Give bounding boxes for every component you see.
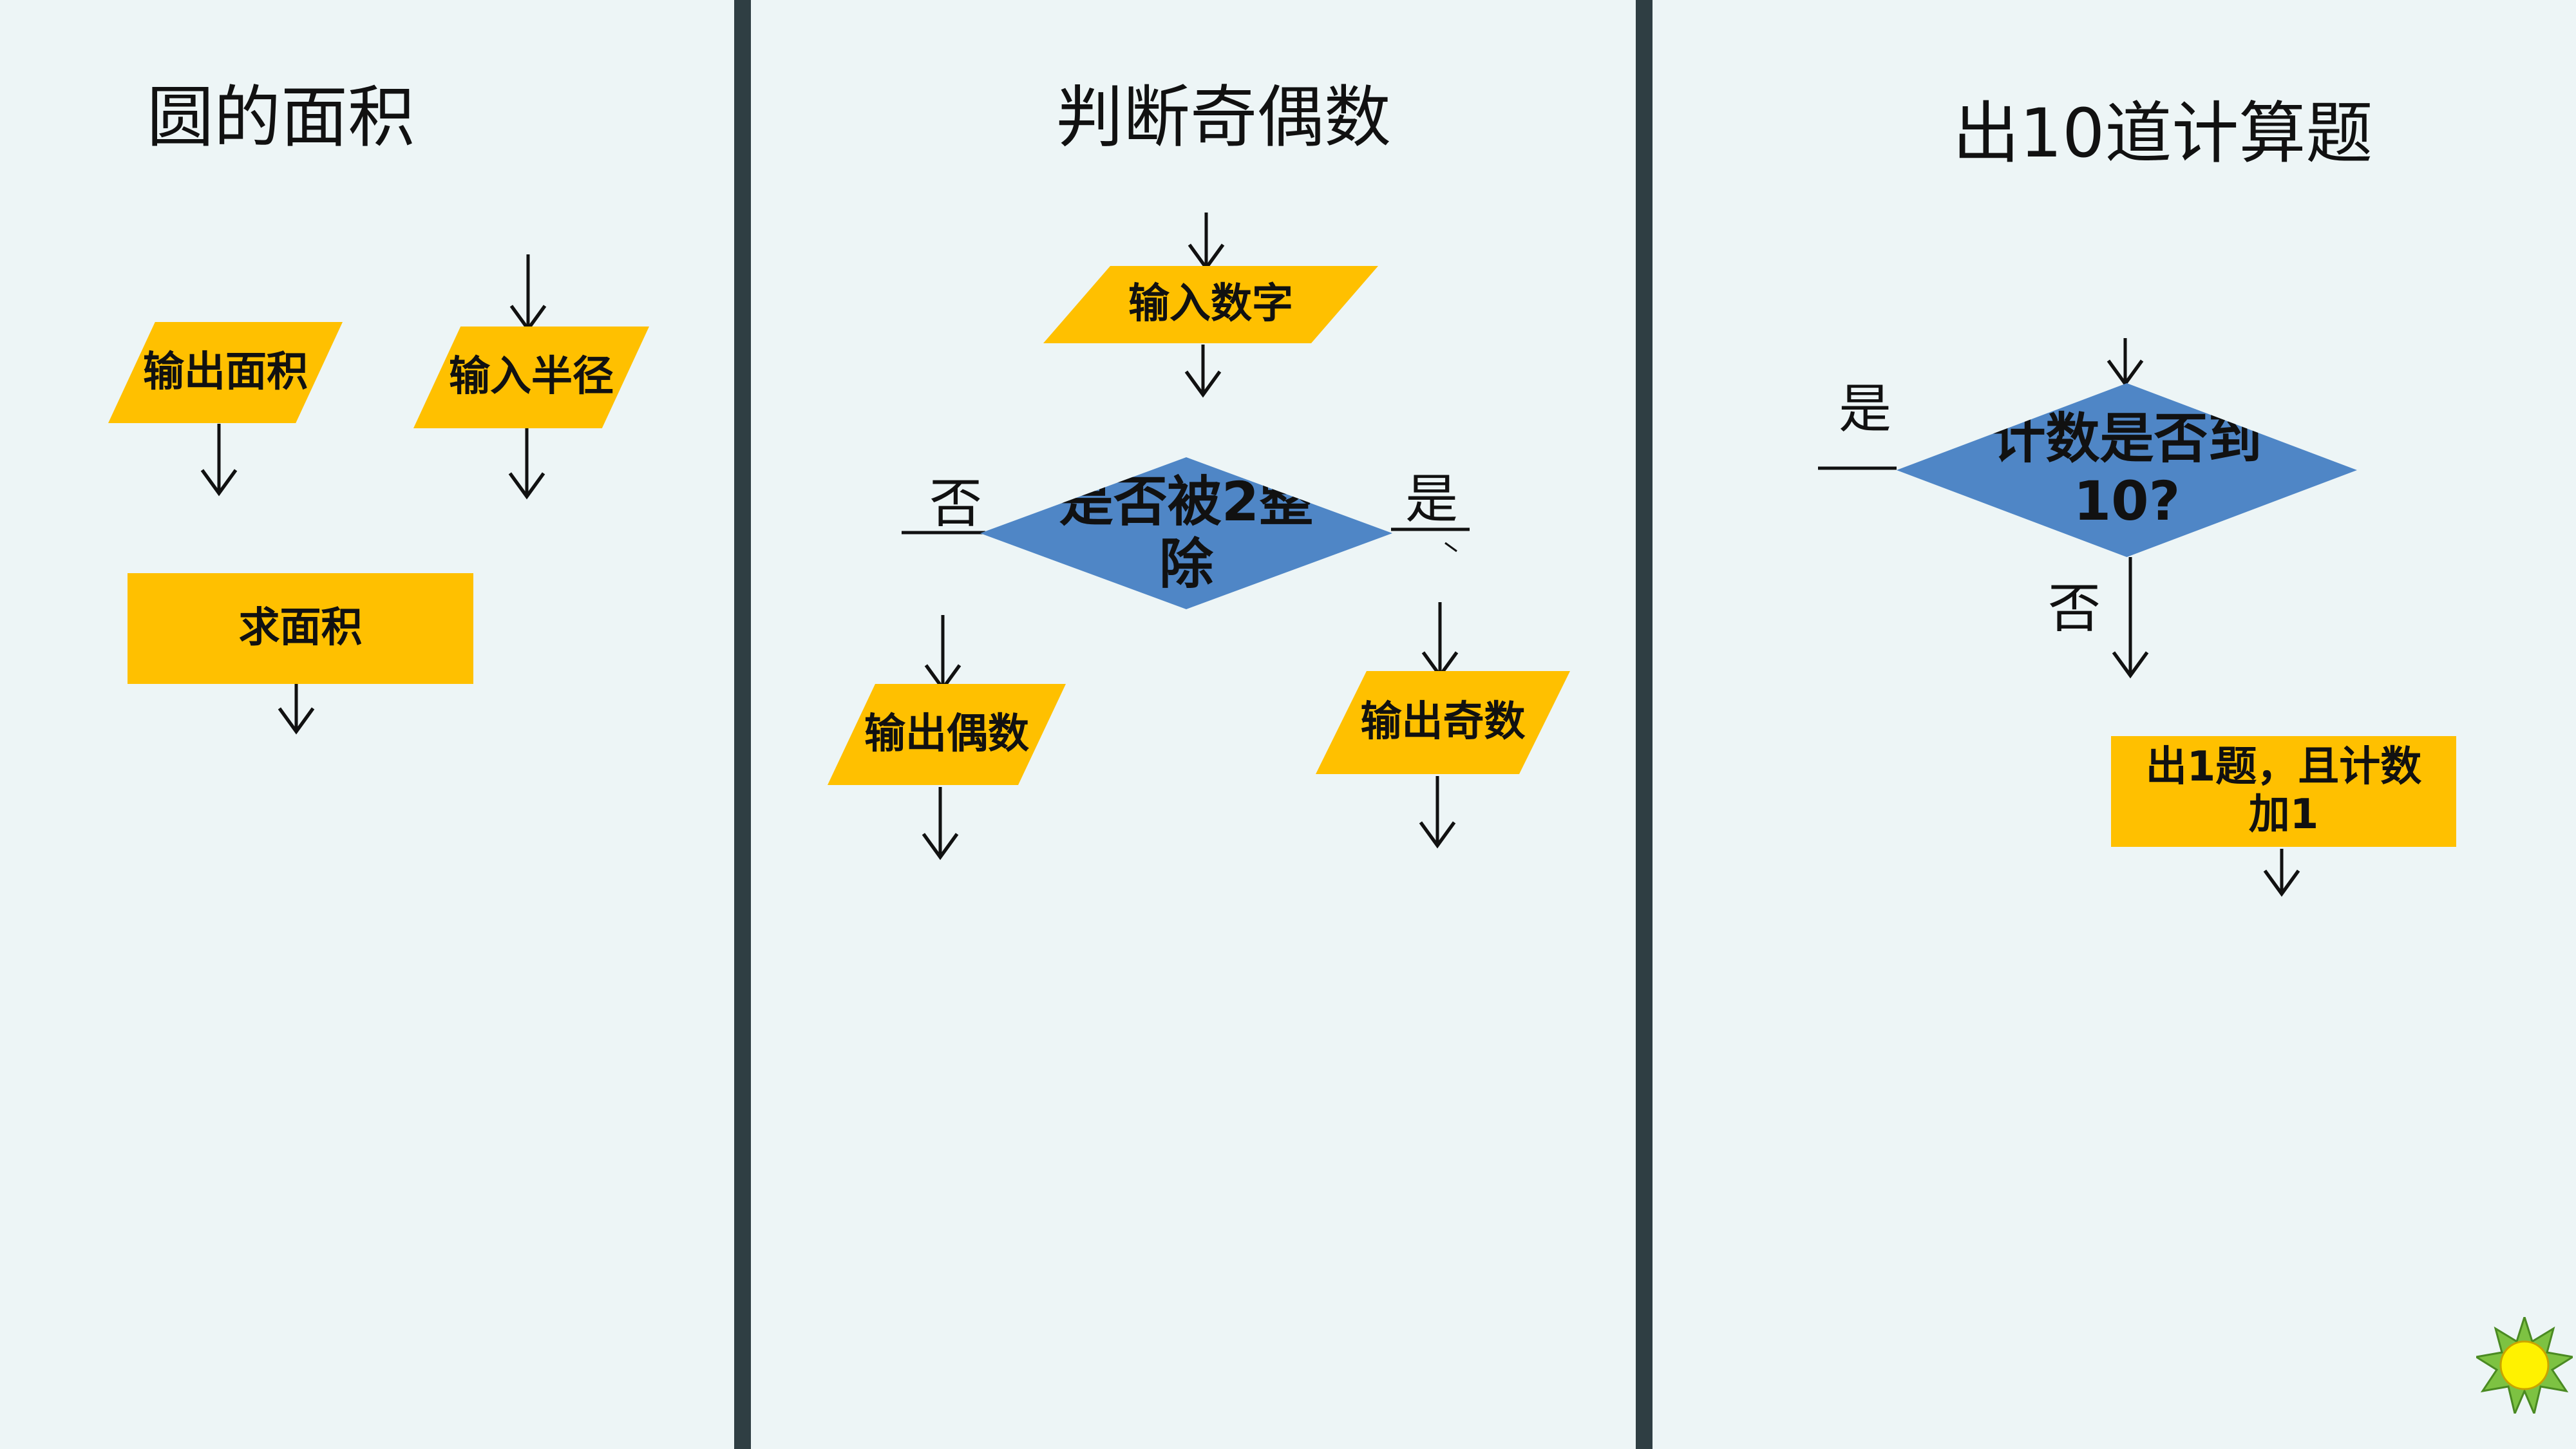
output-odd-text: 输出奇数 — [1360, 698, 1526, 746]
yes-label-odd-even: 是 — [1405, 469, 1459, 530]
no-label-ten-questions: 否 — [2048, 578, 2101, 639]
compute-area-text: 求面积 — [238, 604, 363, 652]
stray-tick — [1444, 542, 1457, 553]
input-number-text: 输入数字 — [1128, 280, 1293, 328]
output-even-text: 输出偶数 — [864, 710, 1029, 758]
ask-question-text: 出1题，且计数加1 — [2145, 743, 2422, 838]
input-radius-text: 输入半径 — [449, 353, 614, 401]
yes-label-ten-questions: 是 — [1839, 379, 1892, 440]
output-area-node: 输出面积 — [108, 322, 343, 423]
divider-right — [1636, 0, 1653, 1449]
output-area-text: 输出面积 — [143, 348, 308, 396]
ask-question-node: 出1题，且计数加1 — [2111, 736, 2456, 847]
divider-left — [734, 0, 751, 1449]
title-ten-questions: 出10道计算题 — [1953, 94, 2373, 173]
compute-area-node: 求面积 — [128, 573, 473, 684]
no-label-odd-even: 否 — [929, 473, 983, 535]
title-odd-even: 判断奇偶数 — [1056, 78, 1392, 156]
sun-icon — [2476, 1317, 2573, 1414]
title-circle-area: 圆的面积 — [147, 78, 415, 156]
count-decision-text: 计数是否到10? — [1991, 407, 2262, 533]
